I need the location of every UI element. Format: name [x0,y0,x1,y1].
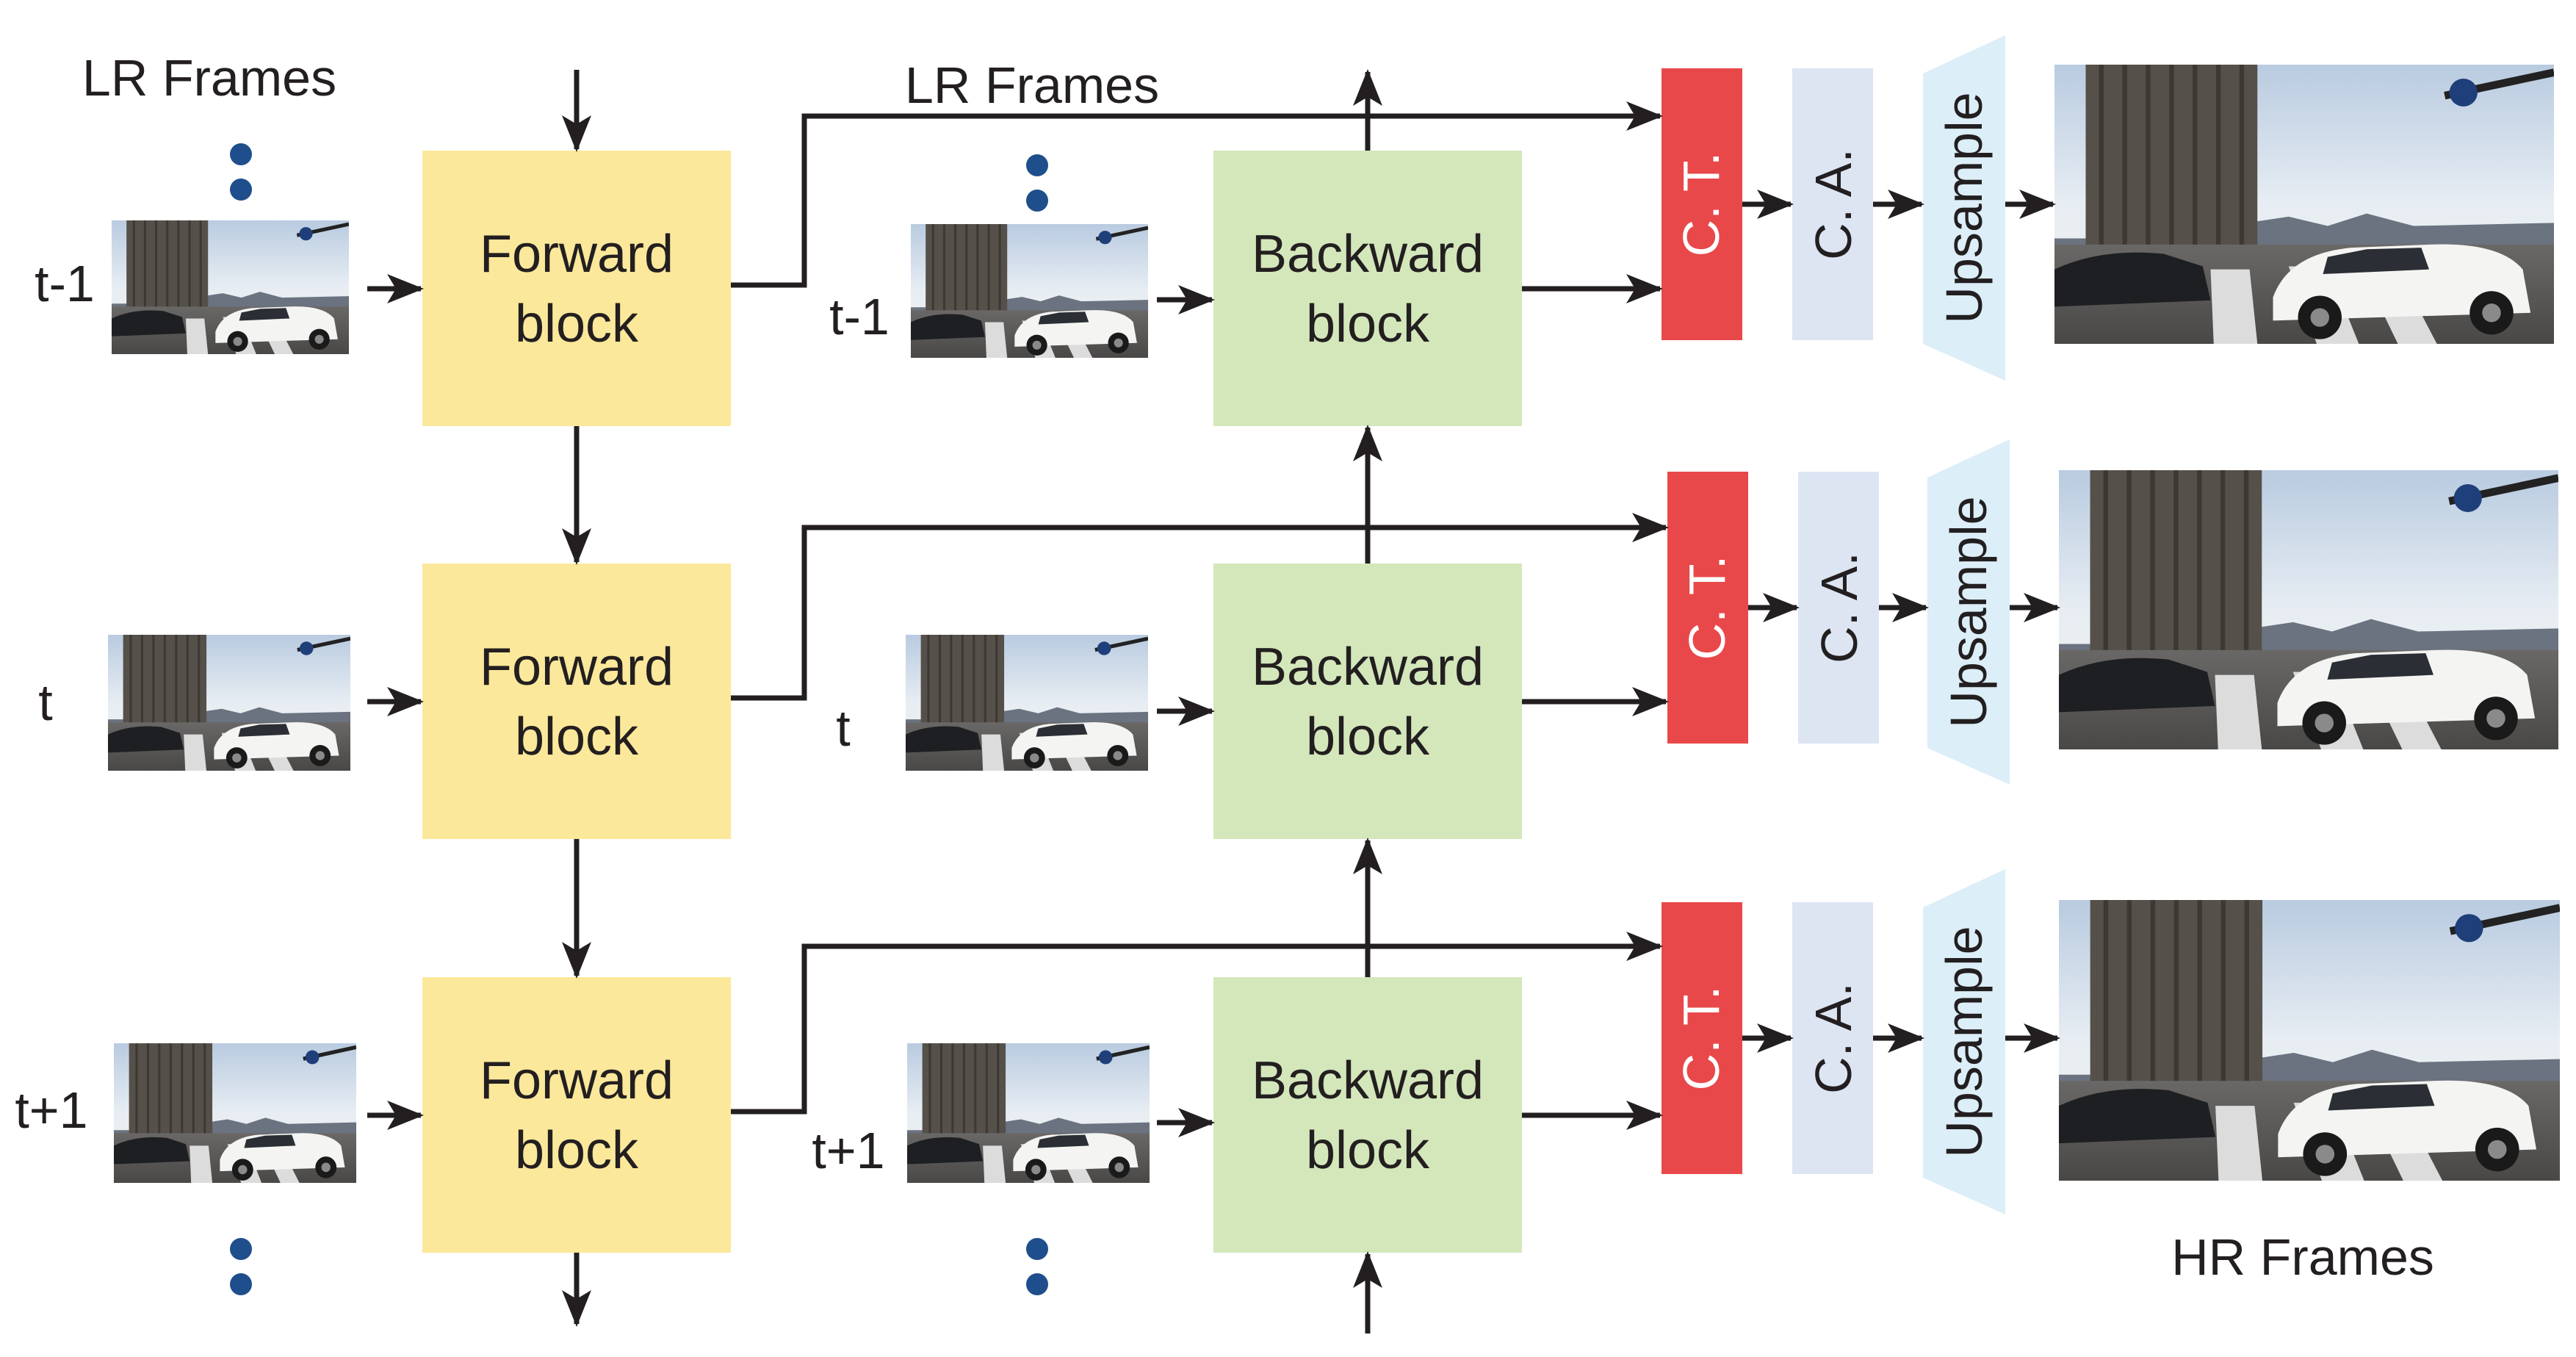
lr-frames-label-left: LR Frames [82,49,336,107]
forward-block-label-line2: block [515,1121,639,1180]
lr-frame-left-t-plus-1 [114,1043,356,1183]
ellipsis-dots-mid-bottom [1026,1238,1048,1295]
time-label-mid-t-minus-1: t-1 [829,288,890,345]
ct-block-t-minus-1: C. T. [1662,68,1742,340]
hr-frame-t [2059,470,2558,749]
upsample-label: Upsample [1940,496,1997,727]
ellipsis-dots-left-bottom [230,1238,252,1295]
backward-block-label-line2: block [1306,1121,1430,1180]
forward-block-t-minus-1: Forward block [422,151,731,426]
time-label-mid-t-plus-1: t+1 [812,1122,884,1179]
ct-label: C. T. [1673,986,1730,1091]
lr-frame-mid-t-plus-1 [907,1043,1150,1183]
ellipsis-dots-mid-top [1026,154,1048,212]
ca-block-t-plus-1: C. A. [1792,902,1873,1174]
forward-block-label-line2: block [515,295,639,353]
backward-block-t: Backward block [1213,564,1522,839]
ct-label: C. T. [1673,152,1730,257]
ct-block-t: C. T. [1667,472,1748,744]
upsample-block-t-minus-1: Upsample [1923,35,2005,381]
backward-block-label-line2: block [1306,708,1430,766]
ca-label: C. A. [1805,148,1862,260]
ct-block-t-plus-1: C. T. [1662,902,1742,1174]
backward-block-label-line2: block [1306,295,1430,353]
lr-frames-label-mid: LR Frames [905,57,1159,114]
backward-block-label-line1: Backward [1252,638,1484,697]
lr-frame-left-t [108,635,350,771]
forward-block-t-plus-1: Forward block [422,977,731,1253]
forward-block-t: Forward block [422,564,731,839]
ct-label: C. T. [1678,555,1736,660]
backward-block-t-minus-1: Backward block [1213,151,1522,426]
hr-frames-label: HR Frames [2171,1228,2434,1286]
time-label-mid-t: t [836,699,850,757]
hr-frame-t-plus-1 [2059,900,2560,1181]
time-label-left-t-minus-1: t-1 [35,255,95,312]
time-label-left-t: t [38,674,52,731]
upsample-block-t: Upsample [1927,439,2010,785]
lr-frame-mid-t-minus-1 [911,224,1148,358]
upsample-block-t-plus-1: Upsample [1923,869,2005,1214]
backward-block-label-line1: Backward [1252,225,1484,284]
forward-block-label-line2: block [515,708,639,766]
ca-block-t-minus-1: C. A. [1792,68,1873,340]
upsample-label: Upsample [1935,926,1993,1157]
connector-arrows [367,69,2060,1333]
forward-block-label-line1: Forward [480,225,674,284]
backward-block-label-line1: Backward [1252,1051,1484,1110]
hr-frame-t-minus-1 [2054,65,2554,344]
lr-frame-mid-t [906,635,1148,771]
backward-block-t-plus-1: Backward block [1213,977,1522,1253]
lr-frame-left-t-minus-1 [112,220,349,354]
ca-label: C. A. [1811,552,1868,663]
ca-block-t: C. A. [1798,472,1879,744]
upsample-label: Upsample [1935,92,1993,323]
time-label-left-t-plus-1: t+1 [15,1081,87,1139]
forward-block-label-line1: Forward [480,638,674,697]
ca-label: C. A. [1805,982,1862,1094]
ellipsis-dots-left-top [230,143,252,201]
forward-block-label-line1: Forward [480,1051,674,1110]
